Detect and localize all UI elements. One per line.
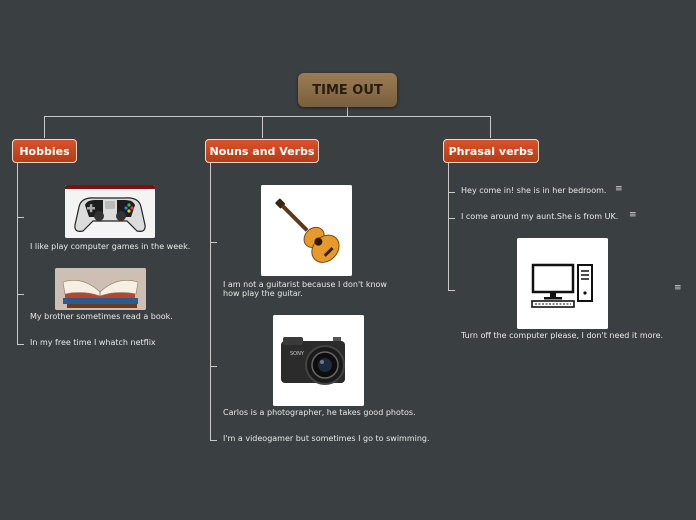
book-icon (55, 268, 146, 310)
topic-nouns-and-verbs[interactable]: Nouns and Verbs (205, 139, 319, 163)
note-icon[interactable]: ≡ (615, 184, 623, 194)
connector (262, 116, 263, 138)
connector (490, 116, 491, 138)
guitar-image[interactable] (261, 185, 352, 276)
connector (17, 344, 24, 345)
book-image[interactable] (55, 268, 146, 310)
camera-image[interactable]: SONY (273, 315, 364, 406)
connector (210, 242, 217, 243)
note-icon[interactable]: ≡ (629, 210, 637, 220)
topic-phrasal-verbs[interactable]: Phrasal verbs (443, 139, 539, 163)
connector (448, 290, 455, 291)
svg-text:SONY: SONY (290, 351, 305, 357)
connector (210, 440, 217, 441)
connector (448, 218, 455, 219)
topic-label: Nouns and Verbs (209, 144, 315, 158)
connector (210, 366, 217, 367)
item-label[interactable]: In my free time I whatch netflix (30, 338, 156, 347)
computer-icon (517, 238, 608, 329)
topic-label: Hobbies (19, 144, 70, 158)
connector (17, 163, 18, 344)
note-icon[interactable]: ≡ (674, 283, 682, 293)
guitar-icon (261, 185, 352, 276)
game-controller-icon (65, 185, 155, 238)
connector (44, 116, 45, 138)
item-label[interactable]: My brother sometimes read a book. (30, 312, 173, 321)
item-label[interactable]: Turn off the computer please, I don't ne… (461, 331, 664, 340)
item-label[interactable]: I am not a guitarist because I don't kno… (223, 280, 387, 298)
connector (44, 116, 491, 117)
topic-label: Phrasal verbs (448, 144, 534, 158)
central-topic-title: TIME OUT (312, 82, 383, 98)
central-topic[interactable]: TIME OUT (298, 73, 397, 107)
computer-image[interactable] (517, 238, 608, 329)
item-label[interactable]: Hey come in! she is in her bedroom. (461, 186, 607, 195)
connector (448, 192, 455, 193)
connector (210, 163, 211, 440)
item-label[interactable]: I like play computer games in the week. (30, 242, 191, 251)
connector (17, 294, 24, 295)
connector (17, 217, 24, 218)
item-label[interactable]: I come around my aunt.She is from UK. (461, 212, 619, 221)
game-controller-image[interactable] (65, 185, 155, 238)
item-label[interactable]: Carlos is a photographer, he takes good … (223, 408, 416, 417)
connector (347, 107, 348, 117)
camera-icon: SONY (273, 315, 364, 406)
topic-hobbies[interactable]: Hobbies (12, 139, 77, 163)
connector (448, 163, 449, 290)
item-label[interactable]: I'm a videogamer but sometimes I go to s… (223, 434, 430, 443)
